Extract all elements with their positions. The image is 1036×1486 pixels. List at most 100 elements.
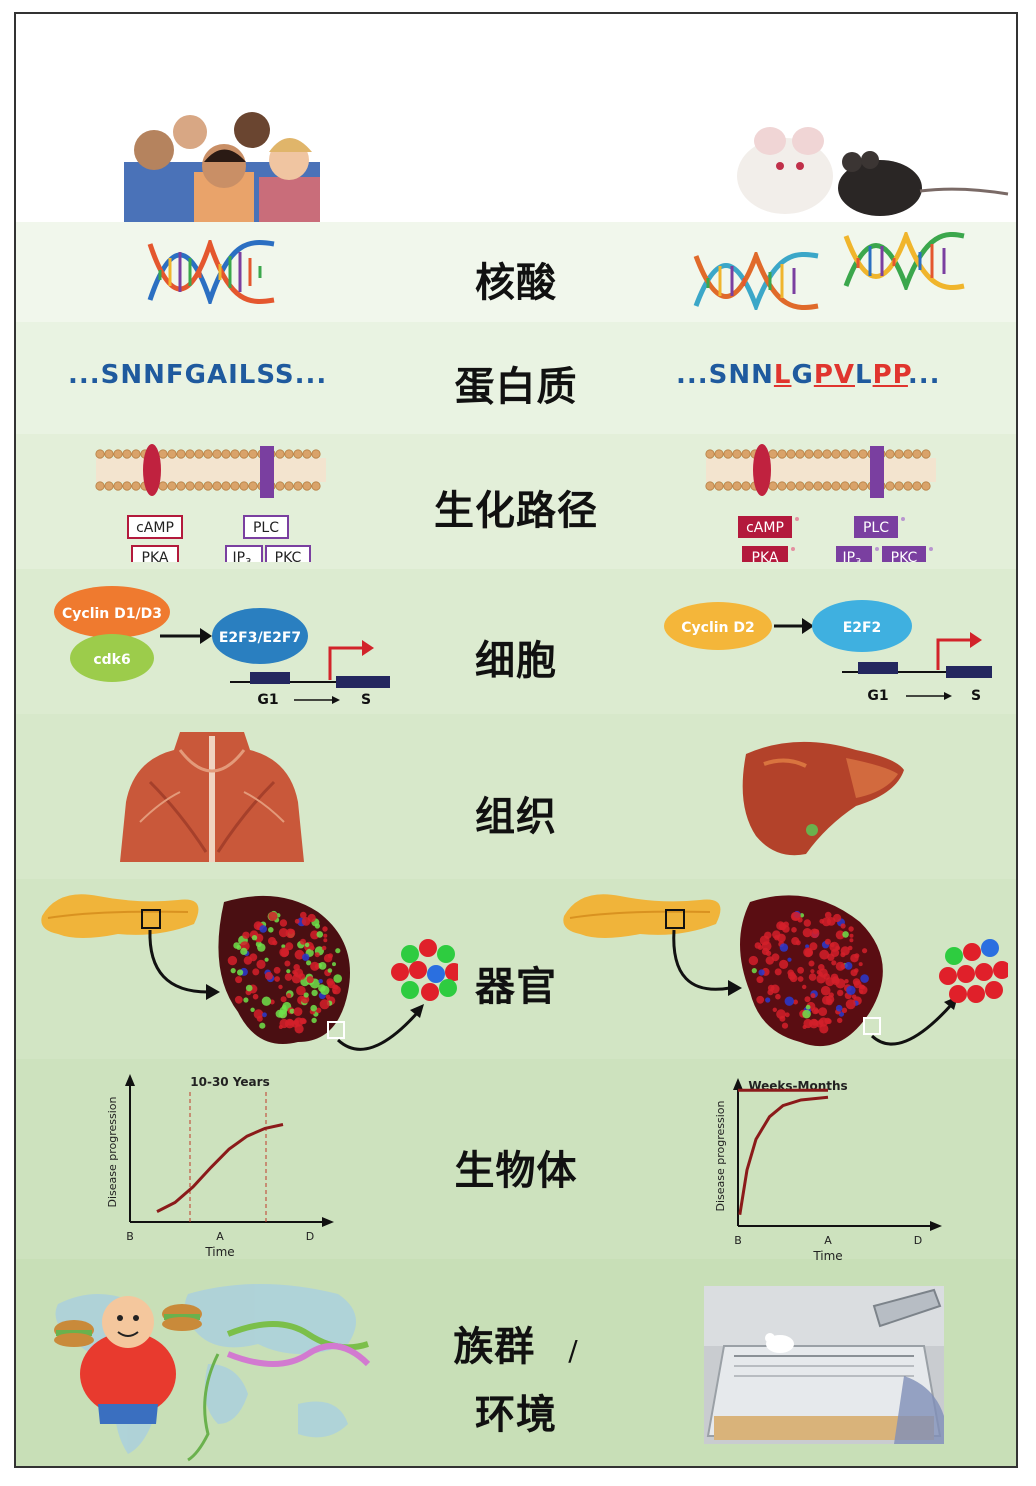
human-disease-progression-chart: 10-30 Years Disease progression B A D Ti… bbox=[106, 1074, 334, 1258]
islet-cell-dot bbox=[824, 911, 832, 919]
lipid-head bbox=[768, 481, 778, 491]
cluster-cell bbox=[409, 961, 427, 979]
label-organ: 器官 bbox=[475, 964, 557, 1010]
pka-label: PKA bbox=[752, 550, 779, 562]
label-nucleic-acid: 核酸 bbox=[475, 260, 557, 306]
lipid-head bbox=[705, 449, 715, 459]
cluster-cell bbox=[419, 939, 437, 957]
label-organism: 生物体 bbox=[454, 1148, 578, 1194]
cluster-cell bbox=[957, 965, 975, 983]
mouse-cell-cycle-diagram: Cyclin D2 E2F2 G1 S bbox=[664, 600, 992, 704]
islet-cell-dot bbox=[234, 995, 243, 1004]
islet-cell-dot bbox=[851, 994, 857, 1000]
tick-b: B bbox=[734, 1234, 742, 1247]
islet-cell-dot bbox=[819, 918, 825, 924]
islet-cell-dot bbox=[300, 938, 306, 945]
islet-cell-dot bbox=[280, 996, 287, 1003]
islet-cell-dot bbox=[844, 962, 853, 970]
y-axis-label: Disease progression bbox=[106, 1096, 119, 1207]
cluster-cell bbox=[981, 939, 999, 957]
islet-cell-dot bbox=[294, 968, 304, 978]
lipid-head bbox=[194, 449, 204, 459]
lipid-head bbox=[113, 449, 123, 459]
label-population-line1: 族群 bbox=[453, 1324, 536, 1370]
islet-cell-dot bbox=[835, 1004, 843, 1012]
islet-cells bbox=[748, 910, 869, 1034]
lipid-head bbox=[203, 449, 213, 459]
lipid-head bbox=[768, 449, 778, 459]
camp-label: cAMP bbox=[136, 520, 174, 536]
islet-cell-dot bbox=[748, 955, 759, 966]
mouse-dna-helix-1 bbox=[693, 252, 819, 310]
islet-cell-dot bbox=[846, 985, 856, 995]
human-group-photo bbox=[124, 112, 320, 222]
lipid-head bbox=[714, 481, 724, 491]
lipid-head bbox=[131, 449, 141, 459]
islet-cell-dot bbox=[758, 969, 765, 976]
lipid-head bbox=[131, 481, 141, 491]
cluster-cell bbox=[427, 965, 445, 983]
islet-cell-dot bbox=[828, 992, 834, 998]
islet-cell-dot bbox=[284, 1018, 295, 1029]
lipid-head bbox=[921, 481, 931, 491]
lipid-head bbox=[122, 481, 132, 491]
cluster-cell bbox=[437, 945, 455, 963]
lipid-head bbox=[741, 449, 751, 459]
human-pathway-diagram: cAMP PKA PLC IP3 PKC bbox=[95, 444, 326, 562]
islet-cell-dot bbox=[315, 1007, 322, 1013]
islet-cell-dot bbox=[862, 948, 868, 954]
lipid-head bbox=[158, 481, 168, 491]
islet-cell-dot bbox=[264, 971, 273, 980]
islet-cell-dot bbox=[767, 984, 775, 992]
mouse-pancreas-islet-diagram bbox=[563, 894, 1008, 1047]
lipid-head bbox=[858, 481, 868, 491]
islet-cell-dot bbox=[309, 945, 315, 951]
lipid-head bbox=[732, 449, 742, 459]
tick-a: A bbox=[216, 1230, 224, 1243]
lipid-head bbox=[822, 481, 832, 491]
lipid-head bbox=[849, 449, 859, 459]
islet-cell-dot bbox=[754, 942, 762, 949]
mouse-pathway-diagram: cAMP PKA PLC IP3 PKC bbox=[705, 444, 936, 562]
islet-cell-dot bbox=[332, 989, 337, 994]
islet-cell-dot bbox=[257, 943, 266, 952]
islet-cell-dot bbox=[808, 973, 817, 981]
rat-mouse-photo bbox=[737, 127, 1009, 216]
islet-cell-dot bbox=[793, 999, 798, 1005]
islet-cell-dot bbox=[279, 919, 288, 927]
receptor-purple bbox=[260, 446, 274, 498]
islet-cell-dot bbox=[791, 927, 797, 933]
lipid-head bbox=[104, 449, 114, 459]
islet-cells bbox=[227, 910, 343, 1034]
islet-cell-dot bbox=[261, 996, 272, 1006]
e2f-label: E2F2 bbox=[843, 620, 882, 636]
camp-label: cAMP bbox=[746, 520, 784, 536]
lipid-head bbox=[885, 449, 895, 459]
islet-cell-dot bbox=[281, 944, 286, 949]
islet-cell-dot bbox=[826, 1018, 832, 1024]
islet-cell-dot bbox=[284, 960, 291, 967]
e2f-label: E2F3/E2F7 bbox=[219, 630, 301, 646]
pka-label: PKA bbox=[142, 550, 169, 562]
label-environment: 环境 bbox=[475, 1392, 557, 1438]
mouse-liver-illustration bbox=[742, 741, 904, 856]
islet-cell-dot bbox=[233, 942, 240, 949]
islet-cell-dot bbox=[765, 997, 771, 1003]
islet-cell-dot bbox=[314, 952, 320, 958]
mutated-residue: PV bbox=[813, 360, 855, 390]
islet-cell-dot bbox=[256, 959, 266, 969]
islet-cell-dot bbox=[242, 931, 250, 939]
islet-cell-dot bbox=[314, 923, 320, 929]
islet-cell-dot bbox=[788, 971, 796, 980]
islet-cell-dot bbox=[310, 930, 320, 940]
islet-cell-dot bbox=[751, 968, 757, 974]
islet-cell-dot bbox=[809, 942, 818, 951]
lipid-head bbox=[185, 481, 195, 491]
lipid-head bbox=[831, 481, 841, 491]
islet-cell-dot bbox=[818, 1007, 828, 1016]
lipid-head bbox=[804, 449, 814, 459]
islet-cell-dot bbox=[280, 948, 289, 957]
islet-cell-dot bbox=[268, 927, 274, 933]
mouse-protein-sequence: ...SNNLGPVLPP... bbox=[676, 360, 941, 390]
lipid-head bbox=[786, 449, 796, 459]
